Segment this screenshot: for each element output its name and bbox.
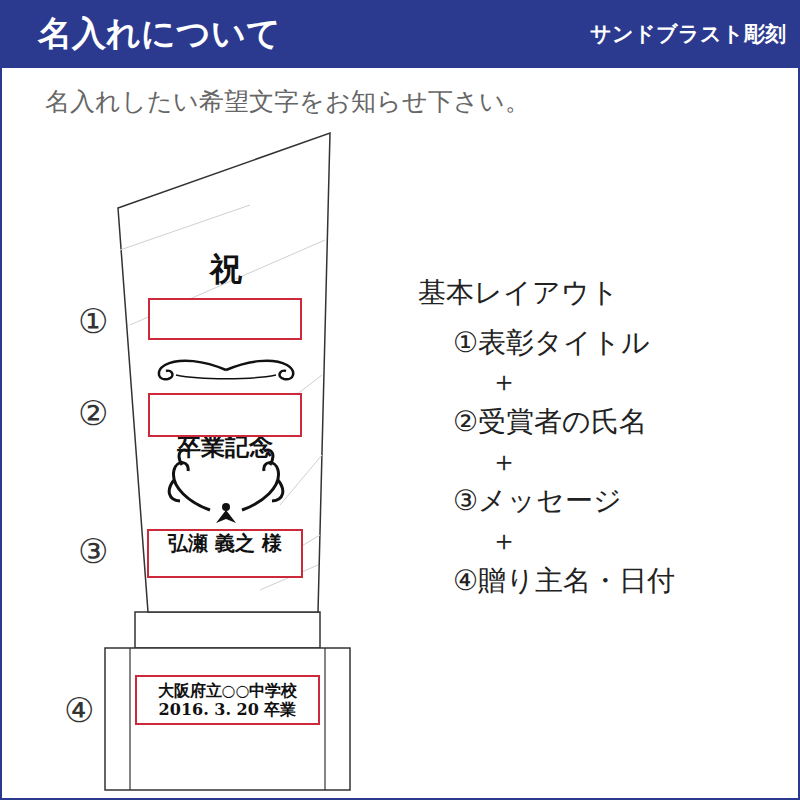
instruction: 名入れしたい希望文字をお知らせ下さい。 xyxy=(45,88,530,116)
name-box: 弘瀬 義之 様 xyxy=(148,393,302,437)
plus-sign: ＋ xyxy=(490,526,518,557)
trophy-glass: 祝卒業記念弘瀬 義之 様 xyxy=(110,125,340,615)
layout-item: ①表彰タイトル xyxy=(453,328,650,359)
celebration-mark: 祝 xyxy=(110,253,342,285)
ornament xyxy=(159,361,226,380)
trophy-base xyxy=(105,648,350,790)
base-edge xyxy=(129,648,130,790)
engraving-text: 2016. 3. 20 卒業 xyxy=(159,700,297,719)
glass-reflection xyxy=(120,205,250,250)
callout-number: ② xyxy=(78,395,108,432)
plus-sign: ＋ xyxy=(490,447,518,478)
header-title: 名入れについて xyxy=(38,11,281,57)
layout-heading: 基本レイアウト xyxy=(418,278,619,309)
engraving-text: 弘瀬 義之 様 xyxy=(168,531,282,555)
glass-outline xyxy=(118,133,330,612)
base-edge xyxy=(324,648,325,790)
ornament xyxy=(226,361,293,380)
layout-item: ②受賞者の氏名 xyxy=(453,407,647,438)
title-box: 卒業記念 xyxy=(148,298,302,340)
trophy-neck xyxy=(135,612,320,648)
engraving-text: 大阪府立○○中学校 xyxy=(158,681,298,700)
ornament xyxy=(159,361,293,380)
header-band: 名入れについて サンドブラスト彫刻 xyxy=(0,0,800,68)
callout-number: ④ xyxy=(64,692,94,729)
callout-number: ③ xyxy=(78,533,108,570)
floral-ornament xyxy=(216,510,236,523)
message-box xyxy=(148,530,302,577)
floral-ornament xyxy=(222,503,230,511)
header-subtitle: サンドブラスト彫刻 xyxy=(590,20,786,48)
layout-item: ③メッセージ xyxy=(453,486,622,517)
glass-reflection xyxy=(280,455,322,505)
sender-box: 大阪府立○○中学校2016. 3. 20 卒業 xyxy=(135,675,320,725)
ornament xyxy=(176,375,276,379)
callout-number: ① xyxy=(78,303,108,340)
plus-sign: ＋ xyxy=(490,367,518,398)
layout-item: ④贈り主名・日付 xyxy=(453,566,675,597)
